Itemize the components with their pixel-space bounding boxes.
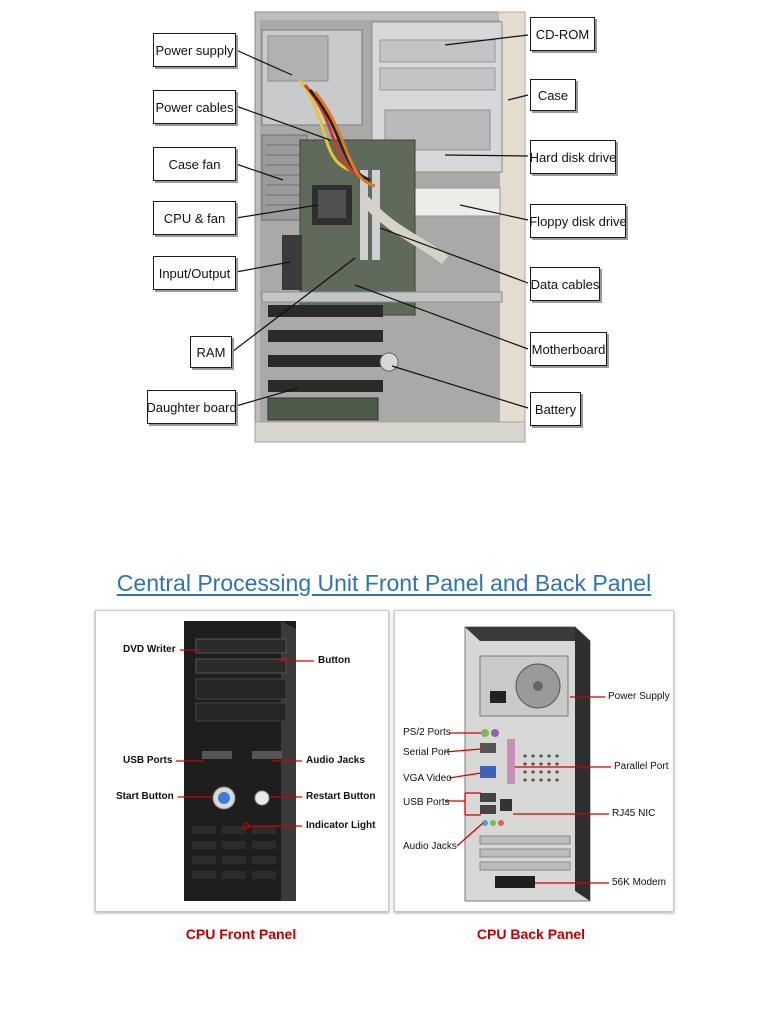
pc-interior-diagram: Power supply Power cables Case fan CPU &…	[0, 0, 768, 460]
label-start-button: Start Button	[116, 791, 174, 802]
back-panel-illustration	[444, 626, 611, 902]
label-serial-port: Serial Port	[403, 747, 450, 758]
section-title: Central Processing Unit Front Panel and …	[116, 570, 652, 596]
front-panel-frame: DVD Writer Button USB Ports Audio Jacks …	[95, 610, 389, 912]
label-input-output: Input/Output	[153, 256, 236, 290]
label-case-fan: Case fan	[153, 147, 236, 181]
label-ram: RAM	[190, 336, 232, 368]
label-cpu-fan: CPU & fan	[153, 201, 236, 235]
label-dvd-writer: DVD Writer	[123, 644, 176, 655]
label-floppy-disk-drive: Floppy disk drive	[529, 204, 627, 238]
label-parallel-port: Parallel Port	[614, 761, 669, 772]
label-ps2-ports: PS/2 Ports	[403, 727, 451, 738]
label-audio-jacks: Audio Jacks	[306, 755, 365, 766]
label-power-supply-back: Power Supply	[608, 691, 670, 702]
label-motherboard: Motherboard	[530, 332, 607, 366]
label-indicator-light: Indicator Light	[306, 820, 376, 831]
label-button: Button	[318, 655, 351, 666]
label-56k-modem: 56K Modem	[612, 877, 666, 888]
front-panel-caption: CPU Front Panel	[185, 926, 297, 942]
label-audio-jacks-back: Audio Jacks	[403, 841, 457, 852]
label-restart-button: Restart Button	[306, 791, 376, 802]
label-vga-video: VGA Video	[403, 773, 452, 784]
label-usb-ports: USB Ports	[123, 755, 173, 766]
label-power-cables: Power cables	[153, 90, 236, 124]
label-daughter-board: Daughter board	[146, 390, 237, 424]
label-data-cables: Data cables	[530, 267, 600, 301]
back-panel-frame: Power Supply PS/2 Ports Serial Port Para…	[394, 610, 674, 912]
back-panel-caption: CPU Back Panel	[476, 926, 586, 942]
label-hard-disk-drive: Hard disk drive	[530, 140, 616, 174]
label-usb-ports-back: USB Ports	[403, 797, 450, 808]
label-battery: Battery	[530, 392, 581, 426]
pc-interior-illustration	[231, 11, 529, 443]
label-rj45-nic: RJ45 NIC	[612, 808, 656, 819]
label-power-supply: Power supply	[153, 33, 236, 67]
front-panel-illustration	[176, 621, 314, 901]
label-cd-rom: CD-ROM	[530, 17, 595, 51]
label-case: Case	[530, 79, 576, 111]
